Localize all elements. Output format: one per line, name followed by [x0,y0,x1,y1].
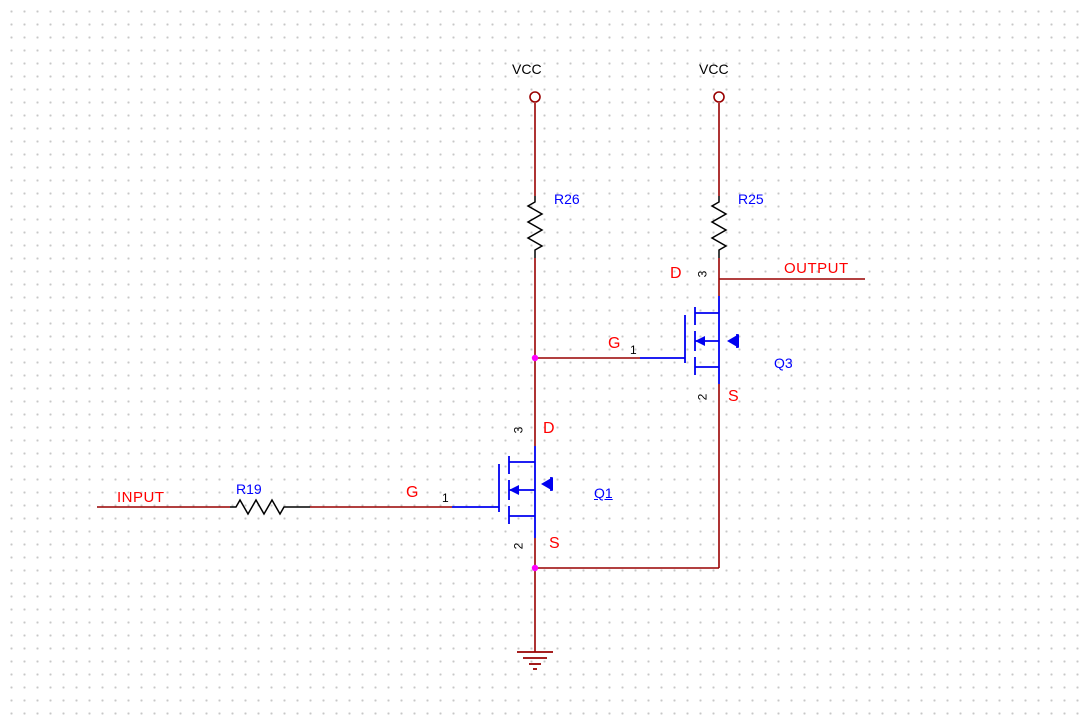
mosfet-q3-refdes[interactable]: Q3 [774,355,793,371]
q3-pin-name-gate: G [608,335,621,352]
mosfet-q1-symbol[interactable] [452,446,553,538]
net-label-input[interactable]: INPUT [117,489,165,506]
q3-body-diode-triangle [727,334,739,348]
q3-pin-name-drain: D [670,265,682,282]
resistor-r26-refdes[interactable]: R26 [554,191,580,207]
q1-pin-name-drain: D [543,420,555,437]
vcc-power-symbol-left[interactable] [529,91,541,103]
q1-pin-number-source: 2 [511,542,526,550]
net-wires[interactable] [97,103,865,652]
q1-pin-name-gate: G [406,484,419,501]
net-label-output[interactable]: OUTPUT [784,260,849,277]
q3-pin-number-drain: 3 [695,270,710,278]
q3-pin-name-source: S [728,388,739,405]
q1-pin-number-gate: 1 [442,491,449,505]
resistor-r26-symbol[interactable] [526,196,544,258]
resistor-r19-symbol[interactable] [230,498,310,516]
mosfet-q3-symbol[interactable] [640,296,739,384]
q1-body-arrow [509,485,519,495]
q3-pin-number-gate: 1 [630,343,637,357]
ground-symbol[interactable] [517,651,553,670]
resistor-r19-refdes[interactable]: R19 [236,481,262,497]
mosfet-q1-refdes[interactable]: Q1 [594,485,613,501]
q3-pin-number-source: 2 [695,393,710,401]
q1-body-diode-triangle [541,477,553,491]
vcc-power-symbol-right[interactable] [713,91,725,103]
q1-pin-name-source: S [549,535,560,552]
vcc-label-right[interactable]: VCC [699,61,729,77]
q1-pin-number-drain: 3 [511,426,526,434]
resistor-r25-symbol[interactable] [710,196,728,258]
q3-body-arrow [695,336,705,346]
junction-dot-gate-node [531,354,539,362]
resistor-r25-refdes[interactable]: R25 [738,191,764,207]
junction-dot-source-node [531,564,539,572]
vcc-label-left[interactable]: VCC [512,61,542,77]
